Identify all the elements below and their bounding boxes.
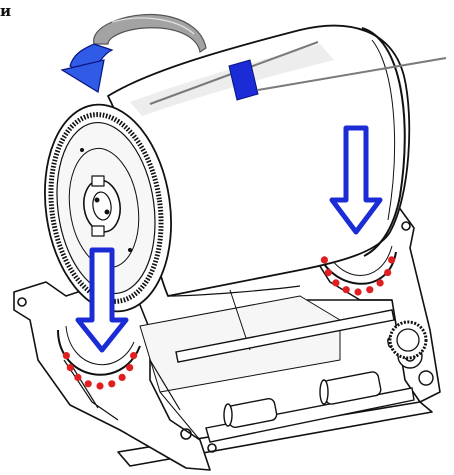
alignment-dot-icon bbox=[108, 380, 116, 388]
alignment-dot-icon bbox=[324, 269, 332, 277]
down-arrow-right bbox=[329, 125, 383, 235]
drum bbox=[44, 24, 411, 313]
caption-letter: и bbox=[0, 2, 12, 20]
alignment-dot-icon bbox=[62, 352, 70, 360]
drum-right-rim bbox=[361, 27, 406, 257]
side-gear bbox=[388, 320, 428, 360]
alignment-dot-icon bbox=[376, 279, 384, 287]
alignment-dot-icon bbox=[66, 364, 74, 372]
left-alignment-dots bbox=[62, 352, 138, 390]
alignment-dot-icon bbox=[84, 380, 92, 388]
alignment-dot-icon bbox=[342, 286, 350, 294]
alignment-dot-icon bbox=[332, 279, 340, 287]
gear-ring bbox=[48, 112, 164, 304]
left-cradle bbox=[57, 329, 141, 376]
alignment-dot-icon bbox=[96, 382, 104, 390]
down-arrow-left bbox=[75, 247, 129, 353]
down-arrow-icon bbox=[75, 247, 129, 353]
clip bbox=[228, 59, 259, 101]
alignment-dot-icon bbox=[74, 373, 82, 381]
alignment-dot-icon bbox=[354, 288, 362, 296]
right-alignment-dots bbox=[320, 256, 396, 296]
alignment-dot-icon bbox=[320, 256, 328, 264]
alignment-dot-icon bbox=[366, 286, 374, 294]
alignment-dot-icon bbox=[388, 256, 396, 264]
alignment-dot-icon bbox=[118, 373, 126, 381]
alignment-dot-icon bbox=[126, 364, 134, 372]
hub bbox=[83, 175, 121, 237]
alignment-dot-icon bbox=[130, 352, 138, 360]
alignment-dot-icon bbox=[384, 269, 392, 277]
rotation-arrow-icon bbox=[60, 13, 207, 93]
down-arrow-icon bbox=[329, 125, 383, 235]
clip-icon bbox=[228, 59, 259, 101]
roller-back bbox=[175, 309, 395, 363]
